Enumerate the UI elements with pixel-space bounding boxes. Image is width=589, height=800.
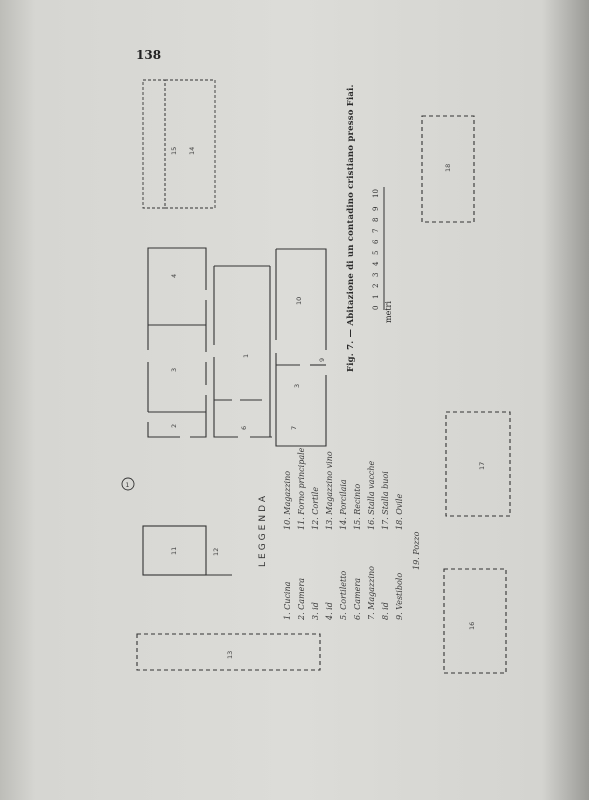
legend-item: 18. Ovile bbox=[395, 493, 404, 530]
legend-item: 16. Stalla vacche bbox=[367, 460, 376, 530]
room-number-3b: 3 bbox=[293, 383, 301, 388]
legend-item: 6. Camera bbox=[353, 578, 362, 620]
legend-item: 7. Magazzino bbox=[367, 566, 376, 620]
legend-item: 8. id bbox=[381, 602, 390, 620]
scale-tick: 6 bbox=[372, 239, 380, 244]
room-number-4: 4 bbox=[170, 273, 178, 278]
legend-item: 2. Camera bbox=[297, 578, 306, 620]
legend-item: 14. Porcilaia bbox=[339, 479, 348, 530]
legend-item: 1. Cucina bbox=[283, 581, 292, 620]
page-number: 138 bbox=[136, 48, 162, 62]
legend-item: 11. Forno principale bbox=[297, 447, 306, 530]
legend-item: 17. Stalla buoi bbox=[381, 471, 390, 530]
scale-tick: 10 bbox=[372, 189, 380, 198]
enclosure-13 bbox=[136, 633, 321, 671]
scale-tick: 7 bbox=[372, 228, 380, 233]
scale-tick: 8 bbox=[372, 217, 380, 222]
room-number-6: 6 bbox=[240, 425, 248, 430]
legend-item: 12. Cortile bbox=[311, 486, 320, 530]
legend-item: 13. Magazzino vino bbox=[325, 451, 334, 530]
room-number-11: 11 bbox=[170, 546, 178, 555]
circle-number: 1 bbox=[126, 482, 130, 489]
room-number-9: 9 bbox=[318, 357, 326, 362]
legend-item: 9. Vestibolo bbox=[395, 572, 404, 620]
scale-tick: 0 bbox=[372, 305, 380, 310]
scale-tick: 9 bbox=[372, 206, 380, 211]
legend-item-extra: 19. Pozzo bbox=[412, 531, 421, 570]
enclosure-17 bbox=[445, 411, 511, 517]
legend-item: 15. Recinto bbox=[353, 483, 362, 530]
room-number-13: 13 bbox=[226, 650, 234, 659]
figure-circle bbox=[121, 477, 135, 491]
scale-label: metri bbox=[384, 301, 393, 323]
enclosure-16 bbox=[443, 568, 507, 674]
room-number-3: 3 bbox=[170, 367, 178, 372]
room-number-1: 1 bbox=[242, 353, 250, 358]
room-number-2: 2 bbox=[170, 423, 178, 428]
enclosure-18 bbox=[421, 115, 475, 223]
enclosure-15 bbox=[142, 79, 166, 209]
scale-tick: 3 bbox=[372, 272, 380, 277]
room-number-7: 7 bbox=[290, 425, 298, 430]
house-walls bbox=[147, 247, 327, 447]
room-number-14: 14 bbox=[188, 146, 196, 155]
room-number-16: 16 bbox=[468, 621, 476, 630]
scale-tick: 1 bbox=[372, 294, 380, 299]
scale-tick: 5 bbox=[372, 250, 380, 255]
room-number-15: 15 bbox=[170, 146, 178, 155]
legend-item: 4. id bbox=[325, 602, 334, 620]
legend-item: 5. Cortiletto bbox=[339, 570, 348, 620]
enclosure-14 bbox=[164, 79, 216, 209]
figure-caption: Fig. 7. — Abitazione di un contadino cri… bbox=[346, 84, 356, 372]
legend-item: 10. Magazzino bbox=[283, 470, 292, 530]
room-number-18: 18 bbox=[444, 163, 452, 172]
scale-tick: 4 bbox=[372, 261, 380, 266]
room-number-12: 12 bbox=[212, 547, 220, 556]
scale-tick: 2 bbox=[372, 283, 380, 288]
legend-title: LEGGENDA bbox=[258, 493, 268, 567]
room-number-10: 10 bbox=[295, 296, 303, 305]
room-number-17: 17 bbox=[478, 461, 486, 470]
legend-item: 3. id bbox=[311, 602, 320, 620]
